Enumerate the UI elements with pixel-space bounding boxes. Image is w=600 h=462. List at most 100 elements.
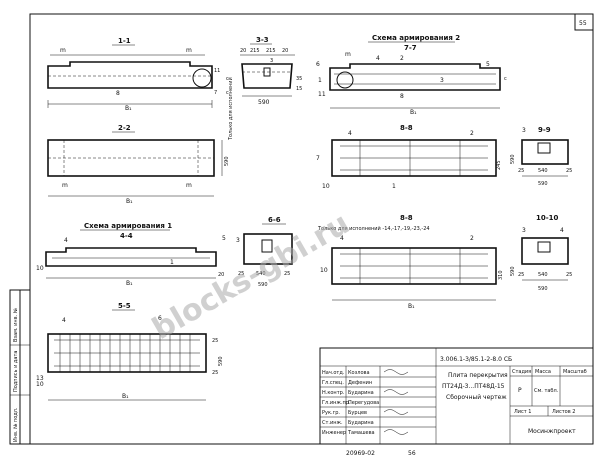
svg-text:4: 4 [348,130,352,137]
svg-text:1: 1 [318,77,322,84]
svg-text:25: 25 [212,338,218,344]
svg-text:Тамашева: Тамашева [347,430,375,436]
svg-text:590: 590 [538,181,548,187]
drawing-code: 3.006.1-3/85.1-2-8.0 СБ [440,356,512,363]
section-5-5-title: 5-5 [118,302,131,310]
svg-text:Бударина: Бударина [348,420,374,426]
svg-text:Бударина: Бударина [348,390,374,396]
side-stamp-inv: Инв. № подл. [13,407,19,442]
side-stamp: Инв. № подл. Подпись и дата Взам. инв. № [9,289,31,445]
mass-value: См. табл. [534,388,559,394]
section-10-10: 10-10 3 4 540 25 25 590 [518,214,572,292]
svg-text:2: 2 [470,235,474,242]
scheme-2-title: Схема армирования 2 [372,34,460,42]
archive-page: 56 [408,450,416,457]
svg-text:10: 10 [320,267,328,274]
svg-text:Дефенин: Дефенин [348,380,372,386]
svg-text:20: 20 [218,272,224,278]
svg-text:B₁: B₁ [126,280,133,287]
svg-text:3: 3 [440,77,444,84]
section-3-3-title: 3-3 [256,36,269,44]
svg-text:Инженер: Инженер [322,430,346,436]
title-line-2: ПТ24Д-3...ПТ48Д-15 [442,383,505,390]
svg-text:11: 11 [318,91,326,98]
svg-text:13: 13 [36,375,44,382]
svg-text:25: 25 [566,168,572,174]
svg-text:m: m [186,47,192,54]
svg-text:4: 4 [376,55,380,62]
scheme-1-section-4-4: Схема армирования 1 4-4 4 5 1 10 20 B₁ [36,222,226,287]
title-line-1: Плита перекрытия [448,372,508,379]
svg-text:10: 10 [36,265,44,272]
svg-text:10: 10 [322,183,330,190]
section-7-7-title: 7-7 [404,44,417,52]
svg-text:25: 25 [566,272,572,278]
sheet-frame [29,13,594,445]
svg-text:c: c [504,76,507,82]
title-line-3: Сборочный чертеж [446,394,507,401]
side-stamp-replace: Взам. инв. № [13,307,19,342]
section-8-8-upper: 8-8 4 2 7 10 1 245 590 [316,124,516,190]
title-block: 3.006.1-3/85.1-2-8.0 СБ Нач.отд. Козлова… [319,347,594,445]
svg-text:Нач.отд.: Нач.отд. [322,370,345,376]
svg-text:590: 590 [510,154,516,164]
svg-text:20: 20 [240,48,246,54]
svg-text:3: 3 [270,58,273,64]
svg-text:B₁: B₁ [126,198,133,205]
svg-text:m: m [186,182,192,189]
svg-text:590: 590 [258,282,268,288]
svg-text:215: 215 [266,48,276,54]
svg-text:1: 1 [392,183,396,190]
section-6-6: 6-6 3 25 540 25 590 [236,216,293,288]
section-5-5: 5-5 4 6 13 10 590 25 25 B₁ [36,302,224,401]
sheet-label: Лист 1 [514,409,531,415]
svg-text:c: c [226,76,229,82]
svg-text:Н.контр.: Н.контр. [322,390,345,396]
svg-text:590: 590 [538,286,548,292]
svg-text:590: 590 [258,99,270,106]
svg-text:3: 3 [522,227,526,234]
svg-text:2: 2 [470,130,474,137]
svg-text:245: 245 [496,160,502,170]
section-9-9: 9-9 3 25 540 25 590 [518,126,572,187]
svg-text:4: 4 [560,227,564,234]
svg-text:Стадия: Стадия [512,369,531,375]
svg-text:25: 25 [238,271,244,277]
svg-text:Перегудова: Перегудова [348,400,379,406]
svg-text:5: 5 [486,61,490,68]
svg-text:4: 4 [62,317,66,324]
svg-text:7: 7 [214,90,217,96]
svg-text:25: 25 [518,272,524,278]
svg-text:590: 590 [218,356,224,366]
svg-text:B₁: B₁ [125,105,132,112]
section-3-3: 3-3 20 215 215 20 590 3 35 15 Только для… [227,36,302,141]
svg-text:Масштаб: Масштаб [563,369,587,375]
side-stamp-sign: Подпись и дата [13,351,19,392]
svg-text:B₁: B₁ [122,393,129,400]
svg-text:4: 4 [340,235,344,242]
svg-text:7: 7 [316,155,320,162]
svg-text:25: 25 [212,370,218,376]
svg-text:8: 8 [116,90,120,97]
archive-number: 20969-02 [346,450,375,457]
svg-text:215: 215 [250,48,260,54]
svg-text:540: 540 [256,271,266,277]
svg-text:m: m [62,182,68,189]
section-8-8-title-b: 8-8 [400,214,413,222]
svg-text:25: 25 [284,271,290,277]
svg-text:Ст.инж.: Ст.инж. [322,420,343,426]
section-1-1-title: 1-1 [118,37,131,45]
svg-text:Гл.инж.пр.: Гл.инж.пр. [322,400,351,406]
section-10-10-title: 10-10 [536,214,559,222]
svg-text:20: 20 [282,48,288,54]
svg-text:6: 6 [158,315,162,322]
only-exec-label-a: Только для исполнений [227,77,234,141]
svg-text:Рук.гр.: Рук.гр. [322,410,340,416]
svg-text:c: c [226,90,229,96]
svg-text:590: 590 [224,156,230,166]
svg-text:11: 11 [214,68,220,74]
svg-text:10: 10 [36,381,44,388]
svg-text:6: 6 [316,61,320,68]
svg-text:Масса: Масса [535,369,551,375]
section-1-1: 1-1 m m 8 B₁ 11 7 c c [47,37,229,112]
